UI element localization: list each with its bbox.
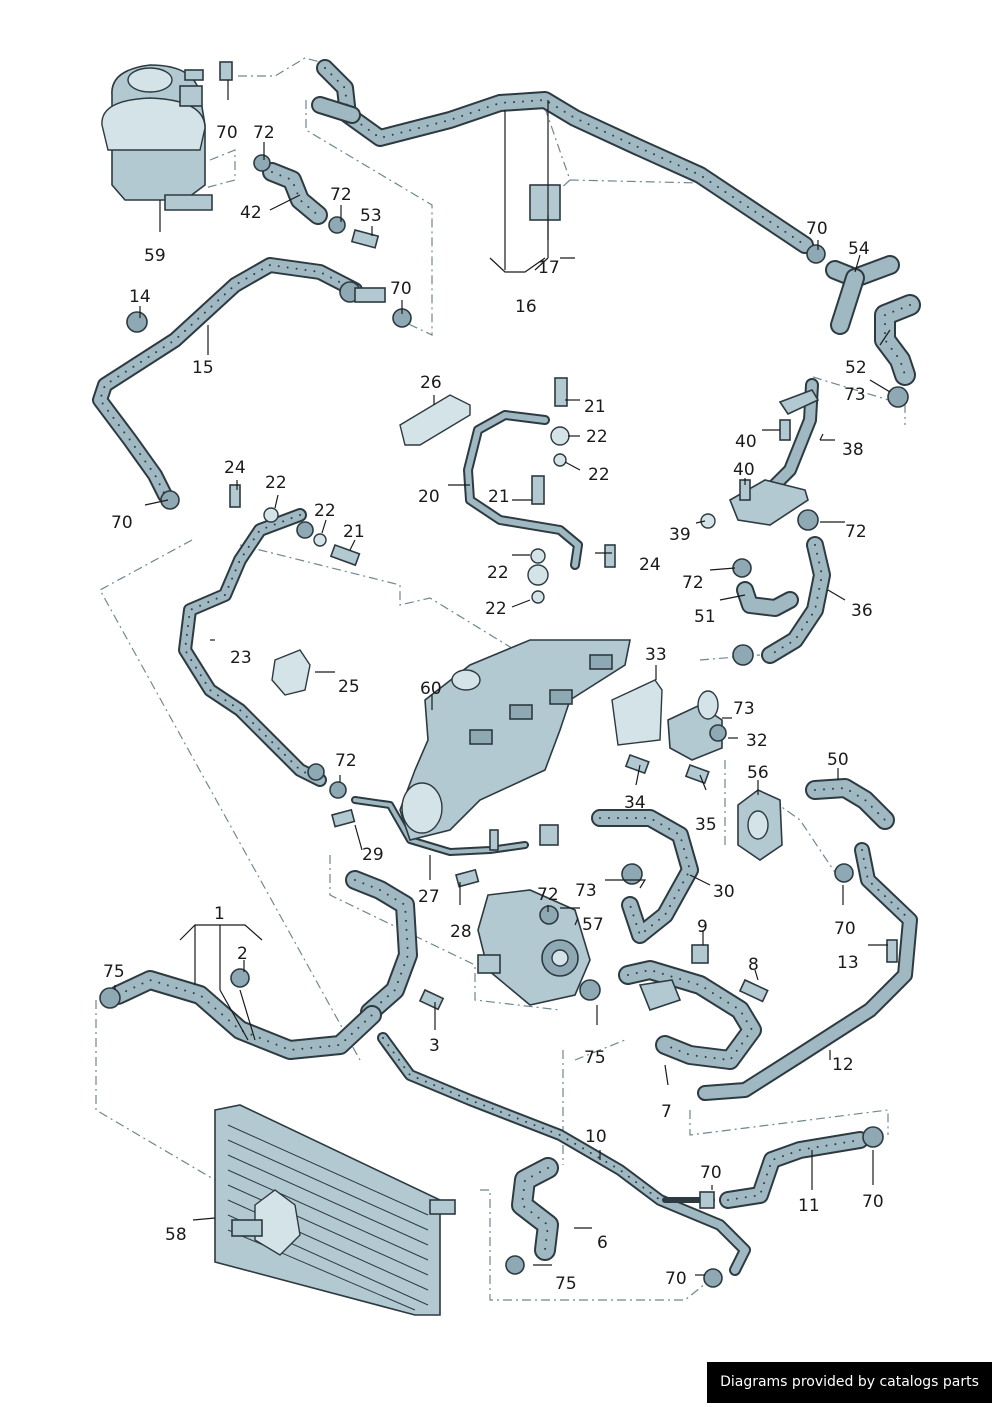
radiator [214, 1104, 456, 1316]
label-40: 40 [735, 432, 757, 452]
assembly-guide-lines [95, 57, 906, 1301]
label-70: 70 [834, 919, 856, 939]
label-70: 70 [111, 513, 133, 533]
label-6: 6 [597, 1233, 608, 1253]
label-29: 29 [362, 845, 384, 865]
label-57: 57 [582, 915, 604, 935]
label-72: 72 [537, 885, 559, 905]
label-39: 39 [669, 525, 691, 545]
leader-lines [114, 80, 891, 1276]
label-53: 53 [360, 206, 382, 226]
pipe-bracket-38 [778, 389, 820, 416]
label-70: 70 [862, 1192, 884, 1212]
label-73: 73 [575, 881, 597, 901]
heat-shield [399, 394, 471, 446]
label-24: 24 [639, 555, 661, 575]
label-12: 12 [832, 1055, 854, 1075]
label-70: 70 [665, 1269, 687, 1289]
label-73: 73 [844, 385, 866, 405]
label-22: 22 [485, 599, 507, 619]
label-10: 10 [585, 1127, 607, 1147]
label-52: 52 [845, 358, 867, 378]
label-11: 11 [798, 1196, 820, 1216]
label-36: 36 [851, 601, 873, 621]
label-33: 33 [645, 645, 667, 665]
auxiliary-pump [667, 690, 723, 761]
label-27: 27 [418, 887, 440, 907]
label-14: 14 [129, 287, 151, 307]
label-75: 75 [555, 1274, 577, 1294]
bracket-33 [611, 679, 663, 746]
rigid-parts [101, 61, 820, 1316]
label-75: 75 [103, 962, 125, 982]
label-22: 22 [314, 501, 336, 521]
label-72: 72 [253, 123, 275, 143]
label-50: 50 [827, 750, 849, 770]
label-26: 26 [420, 373, 442, 393]
label-2: 2 [237, 944, 248, 964]
turbo-manifold [399, 639, 631, 841]
label-8: 8 [748, 955, 759, 975]
label-51: 51 [694, 607, 716, 627]
label-38: 38 [842, 440, 864, 460]
label-60: 60 [420, 679, 442, 699]
expansion-tank [101, 64, 213, 211]
hoses [92, 59, 921, 1276]
label-34: 34 [624, 793, 646, 813]
label-42: 42 [240, 203, 262, 223]
label-73: 73 [733, 699, 755, 719]
label-21: 21 [584, 397, 606, 417]
label-35: 35 [695, 815, 717, 835]
label-28: 28 [450, 922, 472, 942]
label-58: 58 [165, 1225, 187, 1245]
label-21: 21 [488, 487, 510, 507]
label-1: 1 [214, 904, 225, 924]
label-32: 32 [746, 731, 768, 751]
label-21: 21 [343, 522, 365, 542]
label-22: 22 [586, 427, 608, 447]
clamps-and-fasteners [99, 154, 909, 1288]
label-72: 72 [845, 522, 867, 542]
label-40: 40 [733, 460, 755, 480]
label-54: 54 [848, 239, 870, 259]
label-13: 13 [837, 953, 859, 973]
label-22: 22 [487, 563, 509, 583]
label-16: 16 [515, 297, 537, 317]
label-72: 72 [682, 573, 704, 593]
water-pump [477, 889, 591, 1006]
label-7: 7 [661, 1102, 672, 1122]
sensor-70-top [219, 61, 233, 81]
label-23: 23 [230, 648, 252, 668]
coolant-flange [737, 789, 783, 861]
label-22: 22 [588, 465, 610, 485]
label-70: 70 [700, 1163, 722, 1183]
label-72: 72 [335, 751, 357, 771]
connector-8 [638, 979, 682, 1011]
label-56: 56 [747, 763, 769, 783]
label-70: 70 [216, 123, 238, 143]
label-70: 70 [390, 279, 412, 299]
label-22: 22 [265, 473, 287, 493]
label-3: 3 [429, 1036, 440, 1056]
label-15: 15 [192, 358, 214, 378]
part-labels: 70 72 42 72 53 59 14 70 15 17 16 70 54 5… [103, 123, 884, 1294]
credit-banner: Diagrams provided by catalogs parts [707, 1362, 992, 1403]
label-70: 70 [806, 219, 828, 239]
label-30: 30 [713, 882, 735, 902]
label-72: 72 [330, 185, 352, 205]
label-17: 17 [538, 258, 560, 278]
label-9: 9 [697, 917, 708, 937]
label-25: 25 [338, 677, 360, 697]
label-59: 59 [144, 246, 166, 266]
label-75: 75 [584, 1048, 606, 1068]
label-20: 20 [418, 487, 440, 507]
label-24: 24 [224, 458, 246, 478]
holder-25 [271, 649, 311, 696]
